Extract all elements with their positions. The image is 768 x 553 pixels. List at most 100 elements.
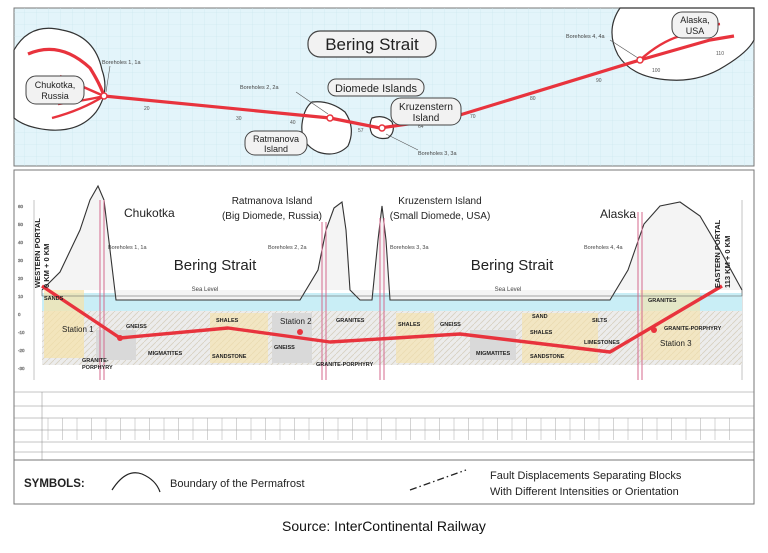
svg-text:80: 80 (530, 96, 536, 102)
svg-text:40: 40 (18, 240, 24, 245)
western-portal-label: WESTERN PORTAL 0 KM + 0 KM (33, 218, 51, 288)
map-borehole-4: Boreholes 4, 4a (566, 34, 605, 40)
rock-granite-porphyry-left-1: GRANITE- (82, 358, 109, 364)
kruzenstern-label-line1: Kruzenstern (399, 102, 453, 113)
profile-panel: 60 50 40 30 20 10 0 -10 -20 -30 (13, 169, 755, 461)
svg-text:10: 10 (18, 294, 24, 299)
sea-level-right: Sea Level (495, 287, 522, 293)
rock-gneiss-1: GNEISS (126, 324, 147, 330)
svg-text:20: 20 (144, 106, 150, 112)
rock-granite-porphyry-right: GRANITE-PORPHYRY (664, 326, 722, 332)
permafrost-legend: Boundary of the Permafrost (170, 478, 305, 490)
station-1-marker (117, 335, 123, 341)
rock-labels: SANDS GNEISS GRANITE- PORPHYRY MIGMATITE… (44, 296, 722, 371)
map-borehole-3: Boreholes 3, 3a (418, 151, 457, 157)
western-portal-line2: 0 KM + 0 KM (42, 244, 51, 288)
profile-data-table (14, 391, 754, 460)
fault-legend-line1: Fault Displacements Separating Blocks (490, 470, 682, 482)
ratmanova-label-line2: Island (264, 144, 288, 154)
svg-text:64: 64 (418, 124, 424, 130)
sea-level-line (41, 290, 743, 297)
eastern-portal-line2: 113 KM + 0 KM (723, 236, 732, 288)
rock-shales-1: SHALES (216, 318, 239, 324)
profile-borehole-labels: Boreholes 1, 1a Boreholes 2, 2a Borehole… (108, 245, 623, 251)
map-title: Bering Strait (325, 35, 419, 54)
diomede-label-box: Diomede Islands (327, 78, 425, 97)
borehole-4-marker (636, 56, 644, 64)
rock-gneiss-2: GNEISS (274, 345, 295, 351)
rock-migmatites-2: MIGMATITES (476, 351, 510, 357)
profile-table-ticks (47, 418, 730, 440)
rock-sandstone-2: SANDSTONE (530, 354, 565, 360)
rock-sandstone-1: SANDSTONE (212, 354, 247, 360)
profile-borehole-2: Boreholes 2, 2a (268, 245, 307, 251)
station-2-label: Station 2 (280, 317, 312, 326)
svg-text:50: 50 (18, 222, 24, 227)
profile-borehole-lines (99, 200, 643, 380)
borehole-3-marker (378, 124, 386, 132)
svg-text:60: 60 (18, 204, 24, 209)
source-caption: Source: InterContinental Railway (282, 518, 486, 534)
station-1-label: Station 1 (62, 325, 94, 334)
kruzenstern-label-box: Kruzenstern Island (390, 97, 462, 126)
rock-migmatites-1: MIGMATITES (148, 351, 182, 357)
rock-granites-1: GRANITES (336, 318, 365, 324)
rock-sand: SAND (532, 314, 548, 320)
terrain-outline (41, 184, 743, 301)
svg-text:40: 40 (290, 120, 296, 126)
map-title-box: Bering Strait (307, 30, 437, 58)
fault-legend-line2: With Different Intensities or Orientatio… (490, 486, 679, 498)
peak-alaska: Alaska (600, 207, 636, 221)
svg-text:30: 30 (18, 258, 24, 263)
rock-granite-porphyry-left-2: PORPHYRY (82, 365, 113, 371)
profile-borehole-4: Boreholes 4, 4a (584, 245, 623, 251)
rock-granite-porphyry-mid: GRANITE-PORPHYRY (316, 362, 374, 368)
rock-sands: SANDS (44, 296, 64, 302)
rock-silts: SILTS (592, 318, 608, 324)
svg-text:0: 0 (18, 312, 21, 317)
svg-text:20: 20 (18, 276, 24, 281)
borehole-2-marker (326, 114, 334, 122)
peak-chukotka: Chukotka (124, 206, 175, 220)
alaska-label-line1: Alaska, (680, 15, 710, 25)
diomede-label: Diomede Islands (335, 83, 417, 95)
rock-gneiss-3: GNEISS (440, 322, 461, 328)
svg-text:30: 30 (236, 116, 242, 122)
map-borehole-2: Boreholes 2, 2a (240, 85, 279, 91)
svg-text:-30: -30 (18, 366, 25, 371)
map-borehole-1: Boreholes 1, 1a (102, 60, 141, 66)
svg-text:-20: -20 (18, 348, 25, 353)
peak-kruzenstern-line1: Kruzenstern Island (398, 196, 481, 207)
permafrost-symbol (111, 472, 161, 493)
fault-symbol (409, 469, 467, 491)
rock-limestones: LIMESTONES (584, 340, 620, 346)
svg-text:70: 70 (470, 114, 476, 120)
sea-level-left: Sea Level (192, 287, 219, 293)
map-route (27, 34, 735, 130)
chukotka-label-line2: Russia (41, 91, 69, 101)
ratmanova-label-box: Ratmanova Island (244, 130, 308, 156)
peak-ratmanova-line2: (Big Diomede, Russia) (222, 211, 322, 222)
svg-text:110: 110 (716, 51, 724, 57)
strait-label-right: Bering Strait (471, 257, 554, 274)
left-scale: 60 50 40 30 20 10 0 -10 -20 -30 (18, 200, 35, 380)
alaska-label-box: Alaska, USA (671, 11, 719, 39)
rock-shales-2: SHALES (398, 322, 421, 328)
station-3-marker (651, 327, 657, 333)
symbols-heading: SYMBOLS: (24, 478, 85, 490)
svg-text:-10: -10 (18, 330, 25, 335)
symbols-panel: SYMBOLS: Boundary of the Permafrost Faul… (13, 459, 755, 505)
profile-borehole-1: Boreholes 1, 1a (108, 245, 147, 251)
svg-text:100: 100 (652, 68, 661, 74)
ratmanova-land (301, 101, 352, 155)
leader-lines (105, 39, 639, 151)
rock-shales-3: SHALES (530, 330, 553, 336)
kruzenstern-label-line2: Island (413, 113, 440, 124)
station-2-marker (297, 329, 303, 335)
ratmanova-label-line1: Ratmanova (253, 134, 299, 144)
rock-granites-2: GRANITES (648, 298, 677, 304)
western-portal-line1: WESTERN PORTAL (33, 218, 42, 288)
alaska-label-line2: USA (686, 26, 705, 36)
